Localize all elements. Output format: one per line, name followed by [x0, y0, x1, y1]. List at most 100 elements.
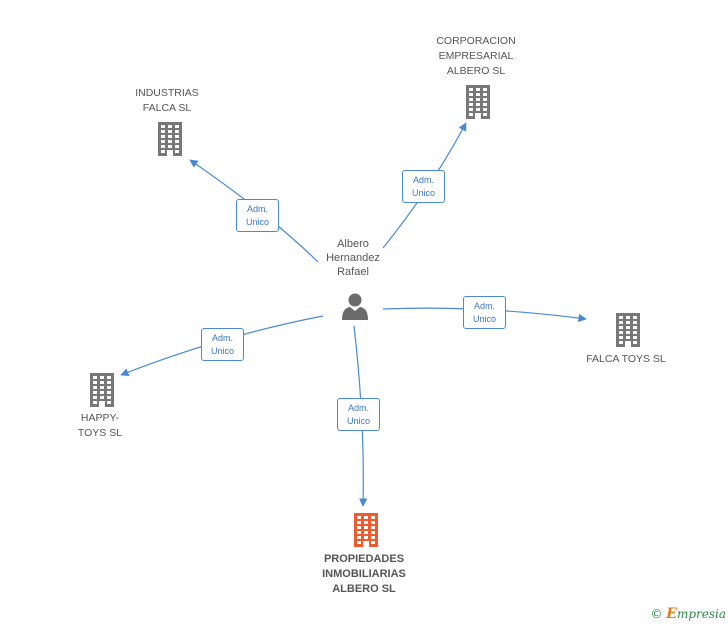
- building-window: [357, 521, 361, 524]
- building-window: [619, 316, 623, 319]
- building-window: [364, 516, 368, 519]
- building-window: [175, 130, 179, 133]
- building-window: [626, 326, 630, 329]
- building-window: [168, 145, 172, 148]
- building-window: [161, 140, 165, 143]
- building-door: [167, 150, 173, 156]
- building-window: [619, 341, 623, 344]
- building-window: [107, 401, 111, 404]
- building-window: [357, 516, 361, 519]
- building-window: [619, 331, 623, 334]
- building-icon[interactable]: [612, 312, 644, 348]
- person-icon[interactable]: [340, 292, 370, 322]
- role-label: Adm. Unico: [245, 204, 269, 227]
- building-icon[interactable]: [350, 512, 382, 548]
- building-window: [469, 113, 473, 116]
- building-window: [364, 536, 368, 539]
- building-window: [469, 93, 473, 96]
- building-window: [357, 526, 361, 529]
- brand-initial: E: [666, 606, 677, 622]
- building-window: [633, 321, 637, 324]
- building-window: [371, 536, 375, 539]
- building-window: [168, 130, 172, 133]
- building-window: [364, 526, 368, 529]
- building-window: [626, 336, 630, 339]
- building-window: [371, 526, 375, 529]
- building-window: [168, 140, 172, 143]
- building-window: [93, 376, 97, 379]
- building-door: [625, 341, 631, 347]
- building-icon[interactable]: [462, 84, 494, 120]
- copyright-icon: ©: [650, 607, 663, 621]
- person-name[interactable]: Albero Hernandez Rafael: [326, 238, 380, 278]
- company-label-corporacion[interactable]: CORPORACION EMPRESARIAL ALBERO SL: [436, 35, 516, 77]
- building-window: [175, 150, 179, 153]
- building-window: [107, 391, 111, 394]
- building-window: [483, 93, 487, 96]
- building-window: [483, 108, 487, 111]
- building-window: [364, 531, 368, 534]
- building-window: [93, 401, 97, 404]
- company-label-propiedades[interactable]: PROPIEDADES INMOBILIARIAS ALBERO SL: [322, 553, 406, 595]
- building-window: [107, 376, 111, 379]
- building-window: [100, 381, 104, 384]
- building-window: [619, 326, 623, 329]
- building-window: [633, 341, 637, 344]
- building-window: [93, 381, 97, 384]
- building-window: [100, 396, 104, 399]
- company-label-industrias[interactable]: INDUSTRIAS FALCA SL: [135, 87, 199, 114]
- company-label-happy-toys[interactable]: HAPPY- TOYS SL: [77, 412, 123, 439]
- building-window: [168, 135, 172, 138]
- building-window: [633, 326, 637, 329]
- building-window: [161, 130, 165, 133]
- building-window: [357, 531, 361, 534]
- role-label: Adm. Unico: [346, 403, 370, 426]
- building-window: [619, 336, 623, 339]
- building-window: [483, 113, 487, 116]
- building-window: [161, 125, 165, 128]
- building-window: [633, 336, 637, 339]
- building-window: [175, 135, 179, 138]
- building-icon[interactable]: [154, 121, 186, 157]
- building-window: [357, 541, 361, 544]
- building-icon[interactable]: [86, 372, 118, 408]
- company-label-falca-toys[interactable]: FALCA TOYS SL: [586, 353, 666, 365]
- brand-footer[interactable]: © Empresia: [650, 606, 726, 622]
- role-label: Adm. Unico: [210, 333, 234, 356]
- building-window: [161, 135, 165, 138]
- building-window: [371, 521, 375, 524]
- building-window: [175, 140, 179, 143]
- building-window: [107, 386, 111, 389]
- role-label: Adm. Unico: [411, 175, 435, 198]
- building-window: [93, 386, 97, 389]
- role-badge-propiedades[interactable]: Adm. Unico: [337, 398, 380, 431]
- role-badge-corporacion[interactable]: Adm. Unico: [402, 170, 445, 203]
- building-door: [475, 113, 481, 119]
- building-window: [483, 103, 487, 106]
- building-window: [469, 108, 473, 111]
- building-window: [626, 331, 630, 334]
- building-window: [483, 98, 487, 101]
- building-window: [476, 88, 480, 91]
- building-window: [107, 381, 111, 384]
- role-badge-industrias[interactable]: Adm. Unico: [236, 199, 279, 232]
- building-window: [371, 541, 375, 544]
- building-window: [100, 391, 104, 394]
- building-window: [476, 103, 480, 106]
- building-window: [100, 376, 104, 379]
- building-window: [175, 125, 179, 128]
- building-window: [371, 531, 375, 534]
- building-window: [371, 516, 375, 519]
- role-badge-happy-toys[interactable]: Adm. Unico: [201, 328, 244, 361]
- building-window: [357, 536, 361, 539]
- building-window: [633, 316, 637, 319]
- building-window: [483, 88, 487, 91]
- building-window: [476, 98, 480, 101]
- role-label: Adm. Unico: [472, 301, 496, 324]
- brand-name: mpresia: [676, 607, 726, 621]
- building-window: [93, 396, 97, 399]
- role-badge-falca-toys[interactable]: Adm. Unico: [463, 296, 506, 329]
- building-window: [161, 150, 165, 153]
- building-window: [469, 103, 473, 106]
- building-window: [469, 98, 473, 101]
